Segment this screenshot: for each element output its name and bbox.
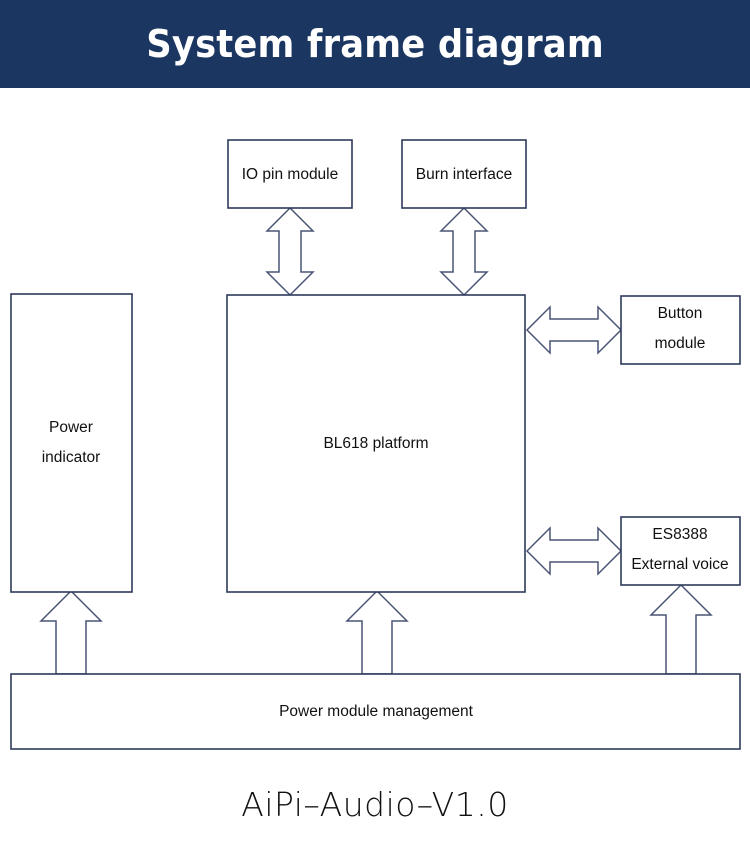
box-button-module-label-line2: module [655,335,706,352]
box-power-module-management-label: Power module management [279,703,474,720]
box-power-indicator-label-line1: Power [49,419,93,436]
box-burn-interface[interactable]: Burn interface [401,139,527,209]
connector-io-pin-module [265,206,315,297]
box-io-pin-module-label: IO pin module [242,166,339,183]
connector-power-to-bl618 [345,589,409,675]
header-banner: System frame diagram [0,0,750,88]
box-power-indicator[interactable]: Power indicator [10,293,133,593]
connector-es8388-voice [525,526,623,576]
box-power-module-management-rect[interactable] [10,673,741,750]
box-es8388-voice-label-line1: ES8388 [652,526,707,543]
box-es8388-voice-label-line2: External voice [631,556,728,573]
connector-button-module [525,305,623,355]
connector-burn-interface [439,206,489,297]
box-burn-interface-label: Burn interface [416,166,513,183]
box-power-indicator-rect[interactable] [10,293,133,593]
footer-caption: AiPi–Audio–V1.0 [0,768,750,840]
box-bl618-platform[interactable]: BL618 platform [226,294,526,593]
connector-power-to-es8388 [649,583,713,675]
box-button-module[interactable]: Button module [620,295,741,365]
box-button-module-rect[interactable] [620,295,741,365]
diagram-canvas: IO pin module Burn interface Power indic… [0,88,750,768]
box-power-module-management[interactable]: Power module management [10,673,741,750]
box-button-module-label-line1: Button [658,305,703,322]
product-version-label: AiPi–Audio–V1.0 [241,784,509,824]
box-bl618-platform-label: BL618 platform [323,435,428,452]
box-io-pin-module[interactable]: IO pin module [227,139,353,209]
box-io-pin-module-rect[interactable] [227,139,353,209]
connector-power-to-indicator [39,589,103,675]
page-title: System frame diagram [146,22,604,66]
box-es8388-voice[interactable]: ES8388 External voice [620,516,741,586]
box-bl618-platform-rect[interactable] [226,294,526,593]
box-power-indicator-label-line2: indicator [42,449,101,466]
box-burn-interface-rect[interactable] [401,139,527,209]
diagram-svg: IO pin module Burn interface Power indic… [10,139,741,750]
box-es8388-voice-rect[interactable] [620,516,741,586]
